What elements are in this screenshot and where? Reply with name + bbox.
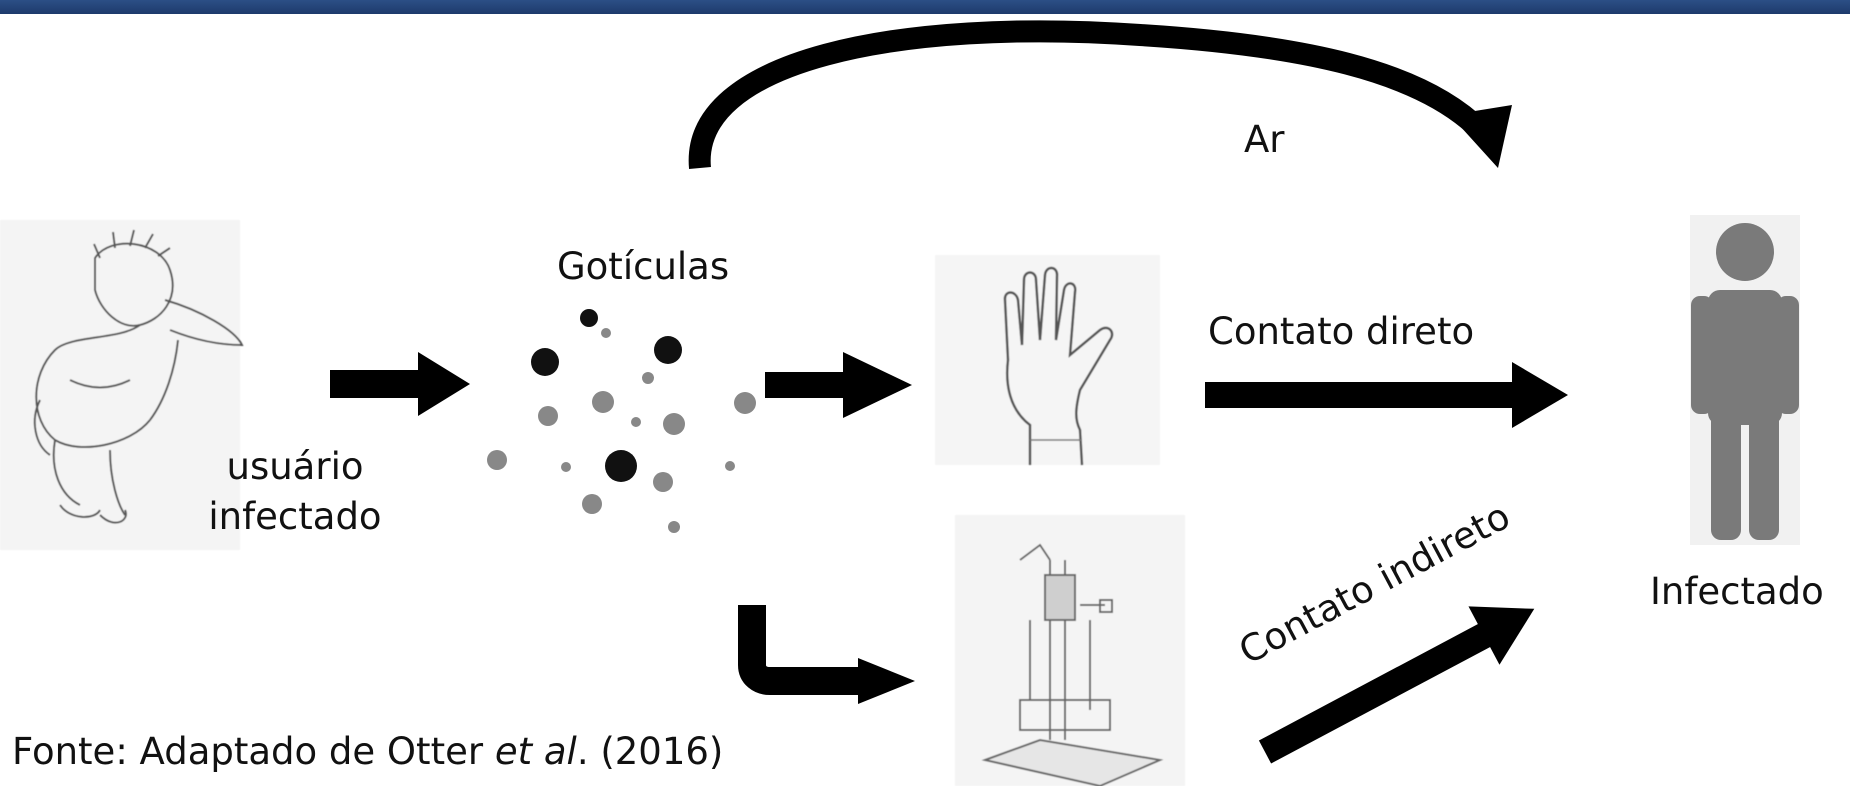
arrow-person-to-droplets [330, 352, 470, 416]
air-arc-arrow [700, 31, 1512, 168]
label-infected: Infectado [1650, 570, 1824, 614]
person-silhouette-icon [1690, 215, 1800, 545]
arrow-direct-contact [1205, 362, 1568, 428]
source-suffix: . (2016) [577, 730, 724, 773]
slit-lamp-equipment-icon [955, 515, 1185, 786]
arrow-droplets-to-equipment [752, 605, 915, 704]
source-citation: Fonte: Adaptado de Otter et al. (2016) [12, 730, 723, 774]
label-infected-user-line2: infectado [195, 495, 395, 539]
droplets-icon [487, 309, 756, 533]
label-droplets: Gotículas [557, 245, 729, 289]
label-air: Ar [1244, 118, 1285, 162]
label-infected-user-line1: usuário [195, 445, 395, 489]
source-prefix: Fonte: Adaptado de Otter [12, 730, 495, 773]
source-italic: et al [495, 730, 577, 773]
label-direct-contact: Contato direto [1208, 310, 1474, 354]
hand-icon [935, 255, 1160, 465]
arrow-droplets-to-hand [765, 352, 912, 418]
